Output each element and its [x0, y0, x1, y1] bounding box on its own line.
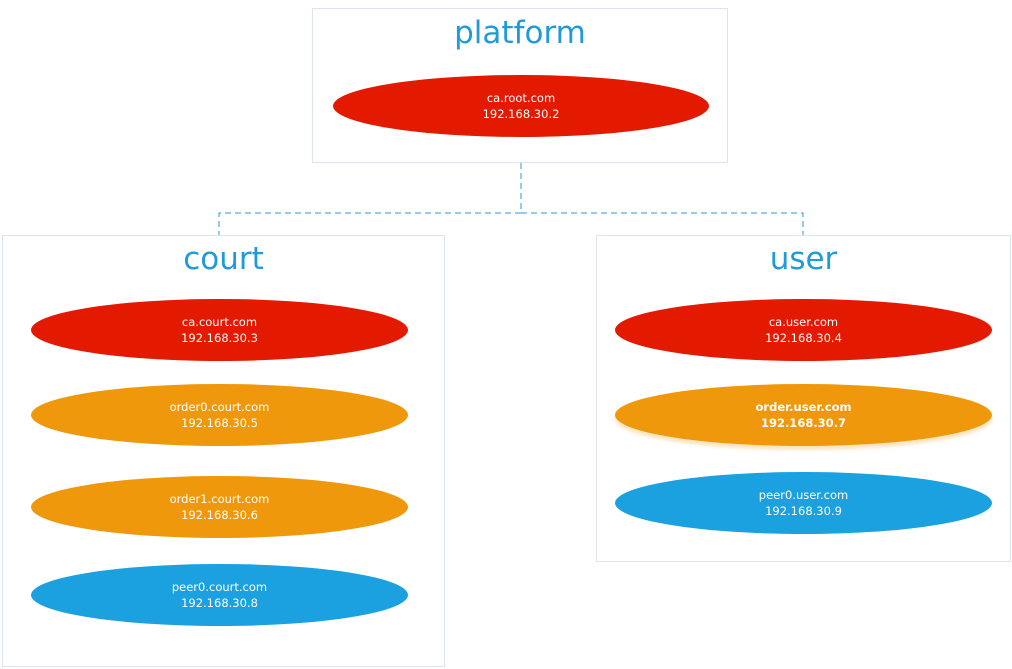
- platform-group: platform ca.root.com 192.168.30.2: [312, 8, 728, 163]
- node-ip: 192.168.30.7: [760, 416, 847, 430]
- node-host: order.user.com: [755, 400, 852, 414]
- ca-root-node[interactable]: ca.root.com 192.168.30.2: [333, 75, 709, 137]
- node-ip: 192.168.30.5: [181, 416, 258, 430]
- platform-group-title: platform: [454, 15, 586, 51]
- node-host: peer0.user.com: [758, 488, 849, 502]
- peer0-user-node[interactable]: peer0.user.com 192.168.30.9: [615, 472, 992, 534]
- order-user-node[interactable]: order.user.com 192.168.30.7: [615, 384, 992, 446]
- node-ip: 192.168.30.2: [482, 107, 560, 121]
- court-group-title: court: [183, 241, 264, 277]
- node-ip: 192.168.30.4: [765, 331, 842, 345]
- node-ip: 192.168.30.9: [765, 504, 842, 518]
- node-ip: 192.168.30.6: [181, 508, 258, 522]
- node-host: ca.user.com: [768, 315, 839, 329]
- user-group-title: user: [769, 241, 838, 277]
- peer0-court-node[interactable]: peer0.court.com 192.168.30.8: [31, 564, 408, 626]
- node-host: order0.court.com: [169, 400, 270, 414]
- node-host: peer0.court.com: [171, 580, 268, 594]
- node-host: ca.court.com: [181, 315, 258, 329]
- order1-court-node[interactable]: order1.court.com 192.168.30.6: [31, 476, 408, 538]
- order0-court-node[interactable]: order0.court.com 192.168.30.5: [31, 384, 408, 446]
- ca-court-node[interactable]: ca.court.com 192.168.30.3: [31, 299, 408, 361]
- ca-user-node[interactable]: ca.user.com 192.168.30.4: [615, 299, 992, 361]
- node-host: ca.root.com: [486, 91, 556, 105]
- node-host: order1.court.com: [169, 492, 270, 506]
- user-group: user ca.user.com 192.168.30.4 order.user…: [596, 235, 1011, 562]
- court-group: court ca.court.com 192.168.30.3 order0.c…: [2, 235, 445, 667]
- node-ip: 192.168.30.8: [181, 596, 258, 610]
- node-ip: 192.168.30.3: [181, 331, 258, 345]
- connector-platform-to-user: [521, 212, 807, 300]
